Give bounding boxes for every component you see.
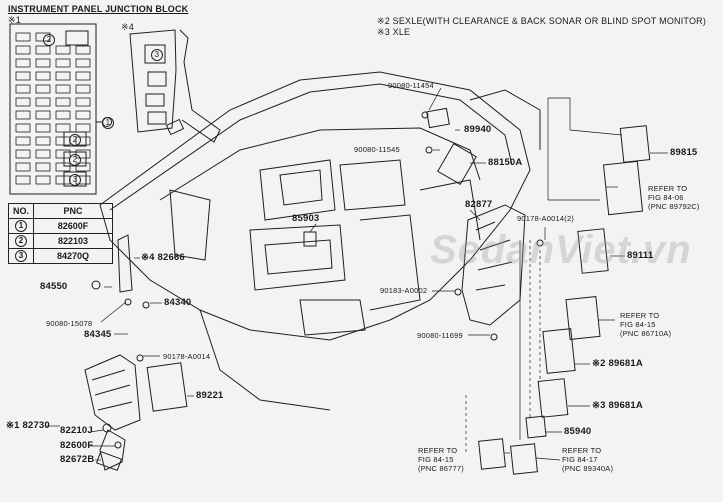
label-84340: 84340	[164, 297, 192, 308]
row-no: 3	[15, 250, 27, 262]
label-85940: 85940	[564, 426, 592, 437]
module-85940	[525, 415, 547, 439]
note1-mark: ※1	[8, 15, 21, 25]
label-90080-11699: 90080-11699	[417, 331, 463, 340]
label-82877: 82877	[465, 199, 493, 210]
module-89681a-3	[537, 378, 569, 418]
watermark: SedanViet.vn	[430, 228, 692, 272]
module-89681a-2	[542, 328, 576, 374]
fuse-slots	[15, 32, 91, 185]
ref-89340a-a: REFER TO	[562, 446, 602, 455]
junction-block-panel	[9, 23, 97, 195]
label-90178-a0014-2: 90178-A0014(2)	[517, 214, 575, 223]
callout-1: 1	[102, 117, 114, 129]
module-89815	[619, 125, 651, 163]
slot-callout-2a: 2	[43, 34, 55, 46]
row-no: 1	[15, 220, 27, 232]
label-84345: 84345	[84, 329, 112, 340]
note4-mark: ※4	[121, 22, 134, 32]
label-89221: 89221	[196, 390, 224, 401]
slot-callout-2b: 2	[69, 134, 81, 146]
ref-84-06-b: FIG 84-06	[648, 193, 684, 202]
part-88150a	[437, 142, 477, 186]
ref-89340a-c: (PNC 89340A)	[562, 464, 614, 473]
dashboard-outline	[99, 71, 531, 341]
fuse-pnc-table: NO. PNC 1 82600F 2 822103 3 84270Q	[7, 203, 114, 264]
slot-callout-2c: 2	[69, 154, 81, 166]
module-89792c	[602, 160, 644, 216]
label-90080-11454: 90080-11454	[388, 81, 434, 90]
label-90080-15078: 90080-15078	[46, 319, 93, 328]
table-header-no: NO.	[7, 203, 35, 219]
relay-bracket	[129, 29, 177, 133]
label-88150a: 88150A	[488, 157, 523, 168]
left-ecu-bracket	[84, 354, 141, 431]
part-89940	[426, 107, 450, 129]
ref-86777-b: FIG 84-15	[418, 455, 454, 464]
ref-84-06-a: REFER TO	[648, 184, 688, 193]
table-header-pnc: PNC	[33, 203, 114, 219]
slot-callout-3: 3	[151, 49, 163, 61]
leader-lines	[45, 87, 668, 461]
label-85903: 85903	[292, 213, 320, 224]
ecu-89221	[146, 362, 188, 412]
diagram-title: INSTRUMENT PANEL JUNCTION BLOCK	[8, 4, 189, 14]
module-89340a	[510, 443, 538, 475]
row-no: 2	[15, 235, 27, 247]
module-86777	[478, 438, 506, 470]
legend-note-2: ※2 SEXLE(WITH CLEARANCE & BACK SONAR OR …	[377, 16, 707, 26]
label-82600f: 82600F	[60, 440, 94, 451]
label-89940: 89940	[464, 124, 492, 135]
ref-84-15-a: REFER TO	[620, 311, 660, 320]
table-row: 3 84270Q	[7, 248, 114, 264]
label-82210j: 82210J	[60, 425, 93, 436]
label-90178-a0014: 90178-A0014	[163, 352, 211, 361]
ref-89340a-b: FIG 84-17	[562, 455, 598, 464]
ref-84-15-c: (PNC 86710A)	[620, 329, 672, 338]
module-89111	[577, 228, 609, 274]
label-90080-11545: 90080-11545	[354, 145, 400, 154]
module-86710a	[565, 295, 601, 341]
legend-note-3: ※3 XLE	[377, 27, 411, 37]
label-89111: 89111	[627, 250, 654, 261]
ref-84-15-b: FIG 84-15	[620, 320, 656, 329]
row-pnc: 82600F	[33, 218, 114, 234]
label-82672b: 82672B	[60, 454, 95, 465]
relay-2-top	[65, 30, 89, 46]
label-82730: ※1 82730	[6, 420, 50, 431]
table-row: 1 82600F	[7, 218, 114, 234]
label-89681a-3: ※3 89681A	[592, 400, 643, 411]
label-89681a-2: ※2 89681A	[592, 358, 643, 369]
harness-bracket	[461, 204, 526, 326]
table-row: 2 822103	[7, 233, 114, 249]
ref-84-06-c: (PNC 89792C)	[648, 202, 700, 211]
ref-86777-a: REFER TO	[418, 446, 458, 455]
row-pnc: 822103	[33, 233, 114, 249]
label-90183-a0002: 90183-A0002	[380, 286, 428, 295]
ref-86777-c: (PNC 86777)	[418, 464, 464, 473]
label-82666: ※4 82666	[141, 252, 185, 263]
slot-callout-3b: 3	[69, 174, 81, 186]
label-89815: 89815	[670, 147, 698, 158]
label-84550: 84550	[40, 281, 68, 292]
row-pnc: 84270Q	[33, 248, 114, 264]
